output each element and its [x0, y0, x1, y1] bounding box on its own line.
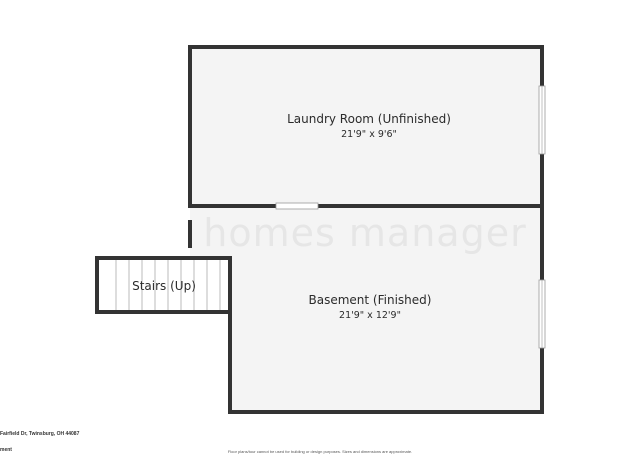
- property-address: Fairfield Dr, Twinsburg, OH 44087: [0, 431, 80, 437]
- windows: [538, 85, 546, 349]
- basement-dimensions: 21'9" x 12'9": [339, 310, 401, 321]
- basement-floor-upper: [190, 206, 230, 258]
- watermark: homes manager: [203, 211, 526, 255]
- basement-floor: [230, 206, 542, 412]
- basement-label: Basement (Finished): [309, 293, 432, 307]
- footer-sublabel: ment: [0, 447, 12, 453]
- stair-treads: [115, 260, 221, 310]
- stairs-label: Stairs (Up): [132, 279, 196, 293]
- stairs-floor: [97, 258, 230, 312]
- walls: [95, 45, 544, 414]
- laundry-doorway: [275, 202, 319, 210]
- floor-plan-disclaimer: Floor plans/tour cannot be used for buil…: [227, 449, 413, 454]
- laundry-room-dimensions: 21'9" x 9'6": [341, 129, 397, 140]
- laundry-room-floor: [190, 46, 542, 206]
- laundry-room-label: Laundry Room (Unfinished): [287, 112, 451, 126]
